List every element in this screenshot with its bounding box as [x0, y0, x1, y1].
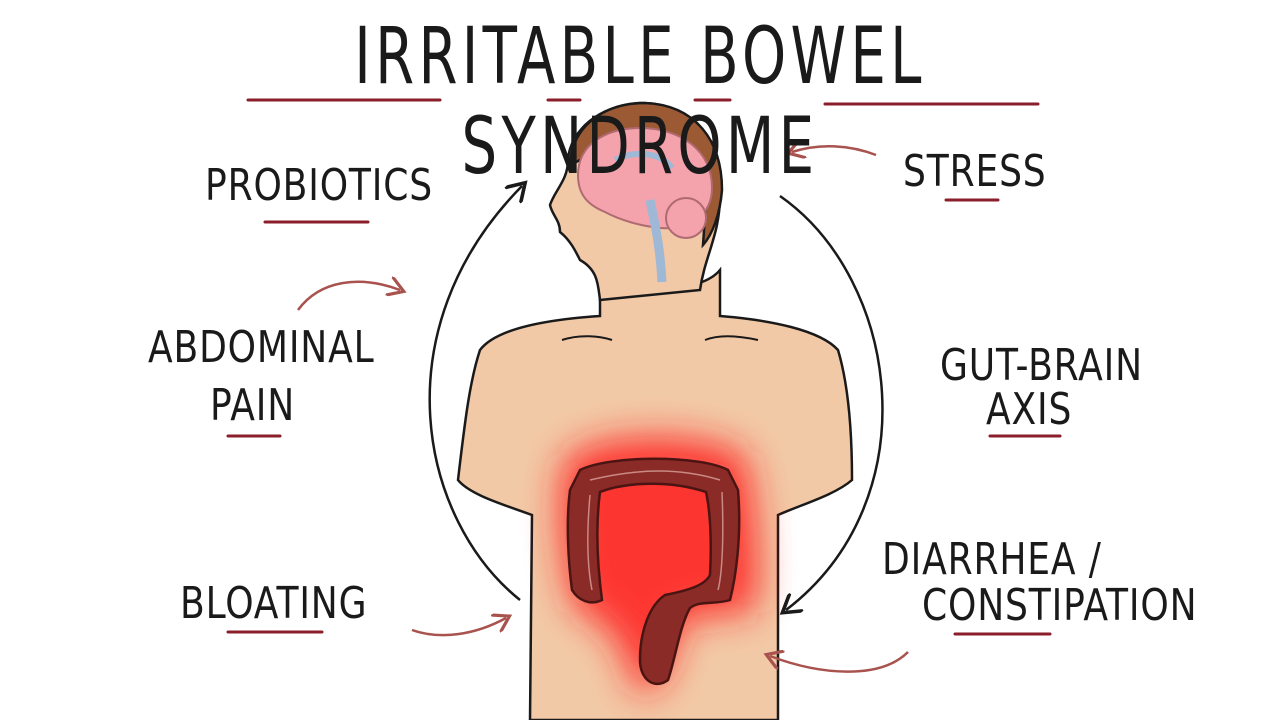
- arrow-bloating: [411, 618, 506, 637]
- arrow-gut-to-brain: [428, 186, 522, 601]
- arrow-stress: [792, 146, 877, 155]
- arrow-brain-to-gut: [779, 194, 884, 610]
- title-underlines: [246, 98, 1040, 106]
- label-underlines: [226, 198, 1062, 636]
- label-abdominal-pain-line1: ABDOMINAL: [148, 322, 375, 373]
- label-probiotics: PROBIOTICS: [205, 160, 433, 211]
- label-abdominal-pain-line2: PAIN: [210, 380, 296, 431]
- page-title: IRRITABLE BOWEL SYNDROME: [354, 12, 926, 192]
- colon: [566, 457, 741, 686]
- label-diarrhea-line2: CONSTIPATION: [922, 580, 1198, 631]
- cerebellum: [665, 197, 707, 239]
- brainstem: [645, 199, 667, 283]
- label-diarrhea-line1: DIARRHEA /: [882, 534, 1102, 585]
- label-bloating: BLOATING: [180, 578, 368, 629]
- label-gut-brain-line2: AXIS: [986, 384, 1073, 435]
- arrow-abdominal-pain: [296, 282, 400, 311]
- label-stress: STRESS: [903, 146, 1047, 197]
- label-gut-brain-line1: GUT-BRAIN: [940, 340, 1143, 391]
- arrow-diarrhea: [770, 652, 909, 673]
